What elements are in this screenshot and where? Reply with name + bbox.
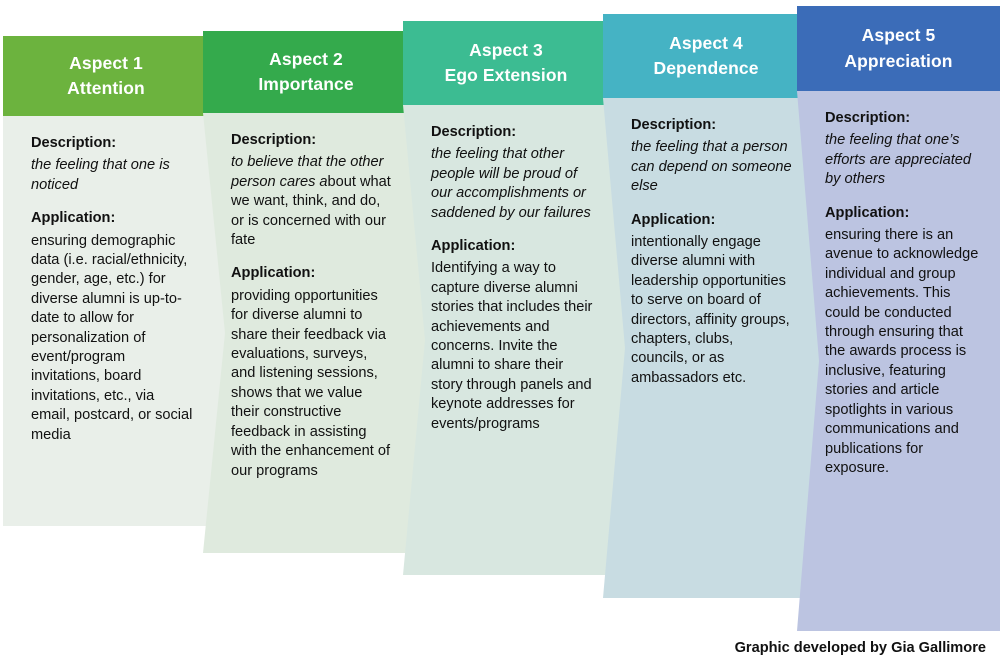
aspect-header-5: Aspect 5 Appreciation — [797, 6, 1000, 91]
section-spacer — [631, 197, 793, 211]
description-text-italic: to believe that the other person cares a — [231, 154, 384, 190]
aspect-body-4: Description: the feeling that a person ca… — [603, 98, 831, 598]
description-label: Description: — [231, 132, 317, 148]
application-label: Application: — [825, 204, 910, 221]
aspect-body-1: Description: the feeling that one is noti… — [3, 116, 231, 526]
application-label: Application: — [631, 211, 716, 228]
description-text-italic: the feeling that other people will be pr… — [431, 146, 591, 221]
description-label: Description: — [431, 124, 517, 140]
aspect-number-label: Aspect 5 — [861, 25, 936, 46]
aspect-number-label: Aspect 2 — [269, 48, 343, 69]
aspect-header-3: Aspect 3 Ego Extension — [403, 21, 609, 105]
application-label: Application: — [231, 265, 316, 282]
application-text: intentionally engage diverse alumni with… — [631, 234, 790, 386]
section-spacer — [431, 223, 593, 237]
application-label: Application: — [431, 238, 516, 255]
description-text-roman: bout what we want, think, and do, or is … — [231, 173, 391, 249]
section-spacer — [31, 195, 193, 209]
description-text: the feeling that other people will be pr… — [431, 145, 593, 223]
application-text: ensuring there is an avenue to acknowled… — [825, 227, 979, 476]
aspect-number-label: Aspect 4 — [669, 32, 743, 53]
aspect-body-content: Description: the feeling that one is noti… — [31, 134, 193, 445]
description-text: the feeling that a person can depend on … — [631, 138, 793, 196]
description-text: the feeling that one is noticed — [31, 156, 193, 195]
description-label: Description: — [631, 117, 717, 133]
application-text: ensuring demographic data (i.e. racial/e… — [31, 232, 193, 443]
aspect-header-4: Aspect 4 Dependence — [603, 14, 809, 98]
description-text-italic: the feeling that one is noticed — [31, 157, 170, 193]
application-text: Identifying a way to capture diverse alu… — [431, 260, 593, 432]
aspect-title-label: Importance — [258, 74, 354, 94]
description-label: Description: — [31, 135, 117, 151]
description-label: Description: — [825, 110, 911, 126]
aspect-body-content: Description: the feeling that other peopl… — [431, 123, 593, 434]
description-text-italic: the feeling that a person can depend on … — [631, 139, 792, 195]
section-spacer — [825, 190, 984, 204]
aspect-number-label: Aspect 1 — [69, 52, 143, 73]
aspect-header-1: Aspect 1 Attention — [3, 36, 209, 116]
application-text: providing opportunities for diverse alum… — [231, 287, 391, 479]
aspect-number-label: Aspect 3 — [469, 39, 543, 60]
aspect-header-2: Aspect 2 Importance — [203, 31, 409, 113]
application-label: Application: — [31, 210, 116, 227]
description-text-italic: the feeling that one’s efforts are appre… — [825, 132, 972, 188]
aspect-body-2: Description: to believe that the other pe… — [203, 113, 431, 553]
aspect-body-content: Description: the feeling that a person ca… — [631, 116, 793, 388]
description-text: the feeling that one’s efforts are appre… — [825, 131, 984, 189]
aspect-title-label: Attention — [67, 78, 145, 98]
section-spacer — [231, 250, 393, 264]
aspect-body-content: Description: to believe that the other pe… — [231, 131, 393, 481]
aspect-body-5: Description: the feeling that one’s effor… — [797, 91, 1000, 631]
aspect-body-3: Description: the feeling that other peopl… — [403, 105, 631, 575]
graphic-credit: Graphic developed by Gia Gallimore — [734, 640, 986, 656]
aspect-body-content: Description: the feeling that one’s effor… — [825, 109, 984, 478]
aspect-title-label: Dependence — [653, 58, 759, 78]
aspect-title-label: Appreciation — [844, 50, 953, 71]
aspect-title-label: Ego Extension — [444, 65, 568, 85]
description-text: to believe that the other person cares a… — [231, 153, 393, 250]
